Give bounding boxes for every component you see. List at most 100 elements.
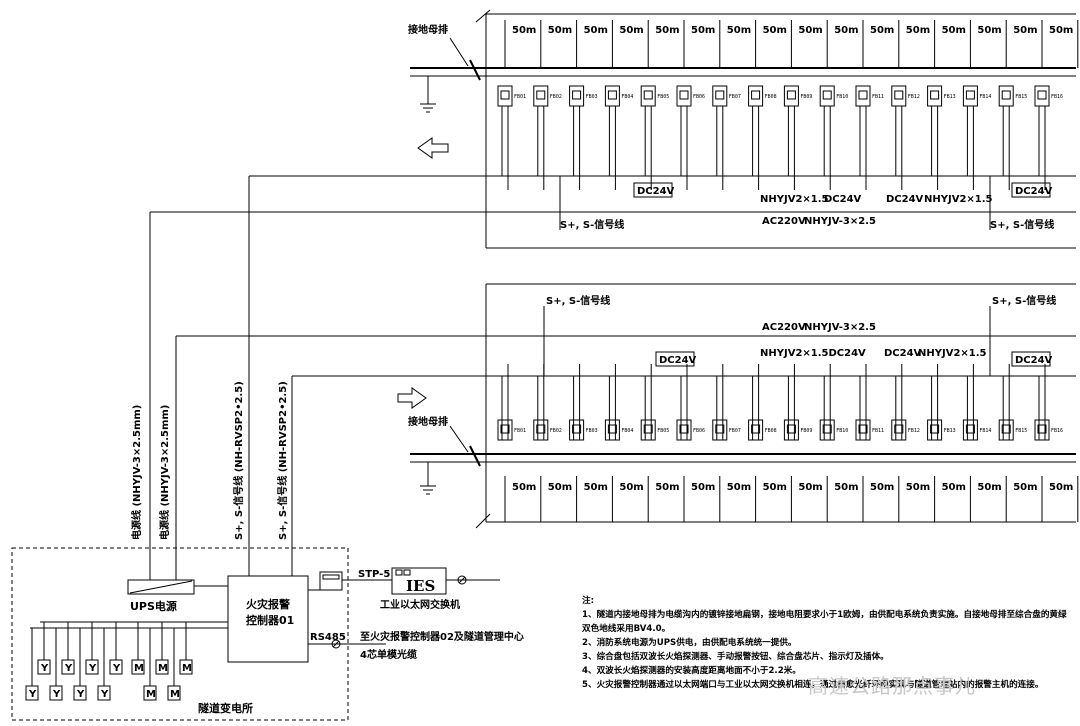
bottom-ac-cable: NHYJV-3×2.5: [804, 322, 876, 333]
top-signal-right: S+, S-信号线: [990, 218, 1054, 231]
bottom-device-window: [500, 424, 510, 434]
top-device-label: FB06: [693, 94, 705, 100]
module-box: [319, 571, 343, 591]
bottom-segment-label: 50m: [798, 482, 822, 493]
bottom-cable-2-dc: DC24V: [884, 348, 922, 359]
y-device-label: Y: [64, 663, 73, 674]
top-device-label: FB04: [621, 94, 633, 100]
top-segment-label: 50m: [763, 25, 787, 36]
bottom-dc-label-1: DC24V: [659, 355, 697, 366]
route-connector-icon: [331, 639, 341, 649]
top-device-window: [715, 90, 725, 100]
bottom-device-window: [930, 424, 940, 434]
bottom-dc-box-2: [1011, 351, 1051, 367]
y-device: [73, 685, 87, 701]
fire-alarm-controller-box: [227, 575, 309, 663]
y-device-label: Y: [40, 663, 49, 674]
bottom-device-label: FB13: [944, 428, 956, 434]
top-device-label: FB02: [550, 94, 562, 100]
ups-box: [127, 579, 195, 595]
m-device-label: M: [146, 689, 156, 700]
switch-label: 工业以太网交换机: [380, 598, 460, 611]
top-device-FB07: [712, 85, 728, 107]
bottom-device-window: [894, 424, 904, 434]
y-device-label: Y: [52, 689, 61, 700]
bottom-device-window: [822, 424, 832, 434]
power-line-label-2: 电源线 (NHYJV-3×2.5mm): [158, 405, 171, 540]
top-device-window: [965, 90, 975, 100]
top-segment-label: 50m: [834, 25, 858, 36]
bottom-device-label: FB03: [586, 428, 598, 434]
y-device-label: Y: [88, 663, 97, 674]
signal-line-label-2: S+, S-信号线 (NH-RVSP2•2.5): [276, 381, 289, 540]
top-device-label: FB10: [836, 94, 848, 100]
bottom-device-FB08: [748, 419, 764, 441]
bottom-device-window: [536, 424, 546, 434]
bottom-segment-label: 50m: [1049, 482, 1073, 493]
top-device-window: [643, 90, 653, 100]
bottom-device-window: [751, 424, 761, 434]
top-device-label: FB13: [944, 94, 956, 100]
route-label-line1: 至火灾报警控制器02及隧道管理中心: [360, 630, 524, 643]
y-device-label: Y: [28, 689, 37, 700]
top-device-window: [1001, 90, 1011, 100]
top-ground-bar-label: 接地母排: [408, 23, 448, 36]
note-item-4: 4、双波长火焰探测器的安装高度距离地面不小于2.2米。: [582, 666, 801, 676]
bottom-device-FB06: [676, 419, 692, 441]
bottom-cable-1: NHYJV2×1.5DC24V: [760, 348, 866, 359]
top-signal-left: S+, S-信号线: [560, 218, 624, 231]
top-ac-cable: NHYJV-3×2.5: [804, 216, 876, 227]
m-device-label: M: [170, 689, 180, 700]
top-device-FB11: [855, 85, 871, 107]
top-device-label: FB07: [729, 94, 741, 100]
y-device: [61, 659, 75, 675]
top-segment-label: 50m: [584, 25, 608, 36]
bottom-segment-label: 50m: [906, 482, 930, 493]
bottom-device-label: FB14: [979, 428, 991, 434]
top-device-label: FB11: [872, 94, 884, 100]
bottom-device-FB15: [998, 419, 1014, 441]
bottom-segment-label: 50m: [870, 482, 894, 493]
watermark: 高速公路那点事儿: [808, 674, 976, 698]
bottom-device-label: FB06: [693, 428, 705, 434]
bottom-device-window: [786, 424, 796, 434]
power-line-label-1: 电源线 (NHYJV-3×2.5mm): [130, 405, 143, 540]
signal-line-label-1: S+, S-信号线 (NH-RVSP2•2.5): [232, 381, 245, 540]
bottom-dc-label-2: DC24V: [1015, 355, 1053, 366]
note-item-2: 2、消防系统电源为UPS供电，由供配电系统统一提供。: [582, 638, 797, 648]
bottom-device-window: [858, 424, 868, 434]
top-device-FB08: [748, 85, 764, 107]
top-device-FB09: [783, 85, 799, 107]
bottom-segment-label: 50m: [834, 482, 858, 493]
top-segment-label: 50m: [727, 25, 751, 36]
notes-title: 注:: [582, 596, 595, 606]
top-device-FB10: [819, 85, 835, 107]
top-device-window: [572, 90, 582, 100]
top-device-FB16: [1034, 85, 1050, 107]
top-device-window: [607, 90, 617, 100]
bottom-cable-2: NHYJV2×1.5: [918, 348, 987, 359]
top-cable-2: NHYJV2×1.5: [924, 194, 993, 205]
top-segment-label: 50m: [906, 25, 930, 36]
top-segment-label: 50m: [691, 25, 715, 36]
bottom-device-window: [607, 424, 617, 434]
bottom-device-FB13: [927, 419, 943, 441]
top-segment-label: 50m: [548, 25, 572, 36]
top-device-window: [786, 90, 796, 100]
top-cable-2-dc: DC24V: [886, 194, 924, 205]
bottom-device-FB04: [604, 419, 620, 441]
bottom-device-window: [572, 424, 582, 434]
bottom-device-window: [1001, 424, 1011, 434]
bottom-device-label: FB12: [908, 428, 920, 434]
bottom-device-group: 50mFB0150mFB0250mFB0350mFB0450mFB0550mFB…: [497, 364, 1079, 522]
bottom-device-label: FB01: [514, 428, 526, 434]
bottom-device-FB12: [891, 419, 907, 441]
bottom-device-label: FB09: [800, 428, 812, 434]
m-device-label: M: [134, 663, 144, 674]
substation-name: 隧道变电所: [198, 701, 253, 715]
ies-switch-box: [391, 567, 447, 595]
top-device-label: FB12: [908, 94, 920, 100]
m-device: [167, 685, 181, 701]
bottom-segment-label: 50m: [977, 482, 1001, 493]
top-direction-arrow-icon: [417, 137, 449, 159]
